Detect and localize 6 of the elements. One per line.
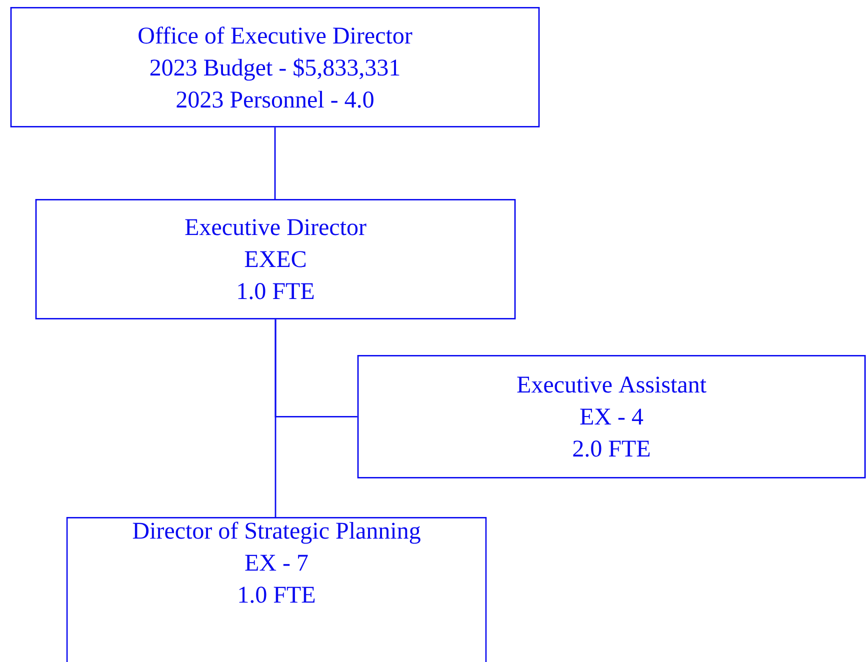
connector-line	[274, 127, 276, 199]
org-box: Director of Strategic Planning EX - 7 1.0 FTE	[66, 517, 487, 662]
connector-line	[274, 319, 276, 517]
org-box: Executive Assistant EX - 4 2.0 FTE	[357, 355, 866, 478]
org-box: Office of Executive Director 2023 Budget - $5,833,331 2023 Personnel - 4.0	[10, 7, 540, 128]
org-box: Executive Director EXEC 1.0 FTE	[35, 199, 516, 320]
